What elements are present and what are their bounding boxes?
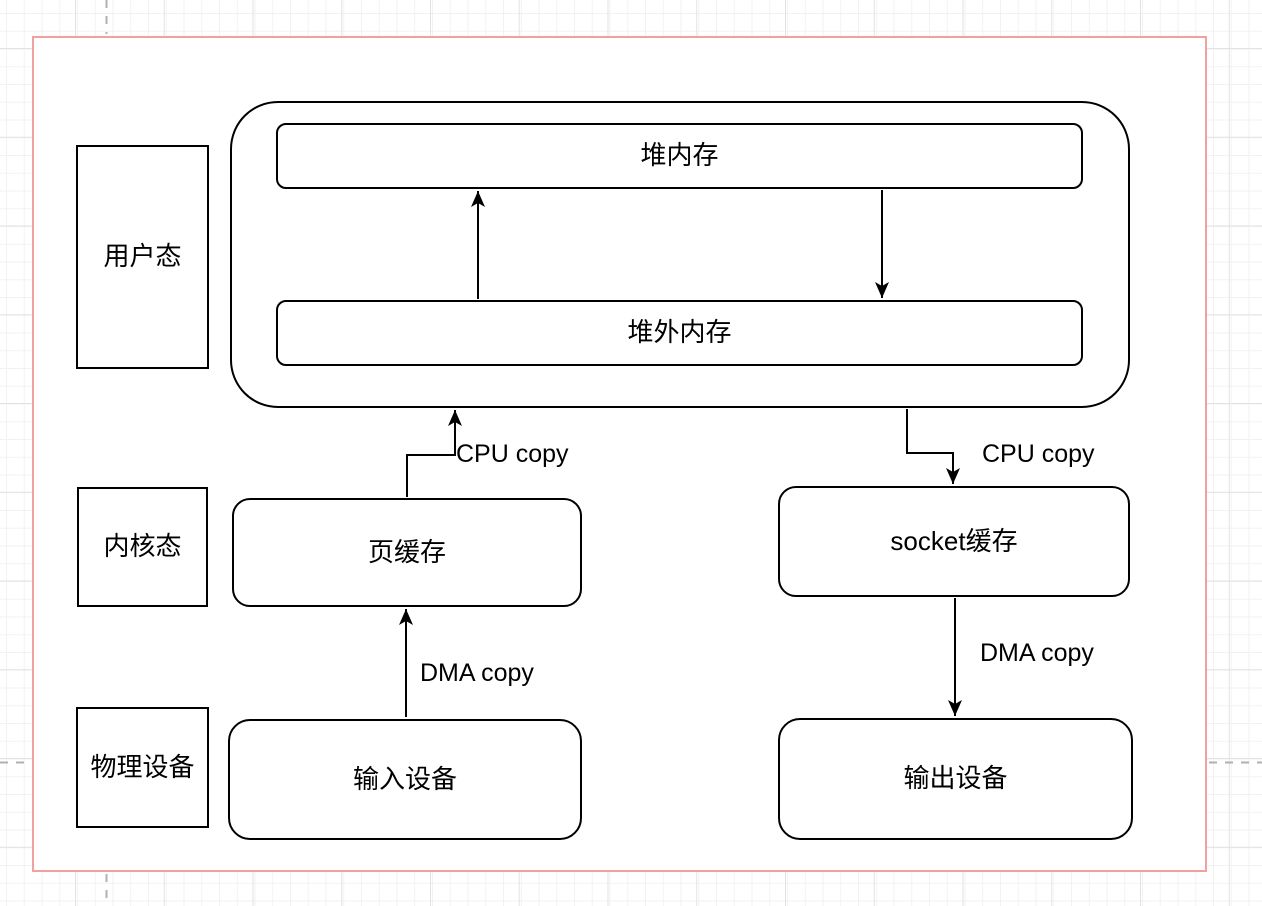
off-heap-memory-label: 堆外内存 <box>627 317 732 348</box>
cpu-copy-right-label[interactable]: CPU copy <box>982 440 1095 468</box>
dma-copy-left-label[interactable]: DMA copy <box>420 659 534 687</box>
kernel-mode-box[interactable]: 内核态 <box>77 487 208 607</box>
kernel-mode-label: 内核态 <box>103 531 182 562</box>
heap-memory-box[interactable]: 堆内存 <box>276 123 1083 189</box>
page-cache-box[interactable]: 页缓存 <box>232 498 582 607</box>
user-mode-label: 用户态 <box>103 241 182 272</box>
dma-copy-right-label[interactable]: DMA copy <box>980 639 1094 667</box>
output-device-box[interactable]: 输出设备 <box>778 718 1133 840</box>
cpu-copy-left-label[interactable]: CPU copy <box>456 440 569 468</box>
off-heap-memory-box[interactable]: 堆外内存 <box>276 300 1083 366</box>
socket-buffer-label: socket缓存 <box>890 525 1018 556</box>
heap-memory-label: 堆内存 <box>640 140 719 171</box>
user-mode-box[interactable]: 用户态 <box>76 145 209 369</box>
output-device-label: 输出设备 <box>903 763 1008 794</box>
page-cache-label: 页缓存 <box>367 536 446 567</box>
input-device-box[interactable]: 输入设备 <box>228 719 582 840</box>
physical-device-label: 物理设备 <box>90 751 195 782</box>
physical-device-box[interactable]: 物理设备 <box>76 707 209 828</box>
input-device-label: 输入设备 <box>352 763 457 794</box>
socket-buffer-box[interactable]: socket缓存 <box>778 486 1130 597</box>
